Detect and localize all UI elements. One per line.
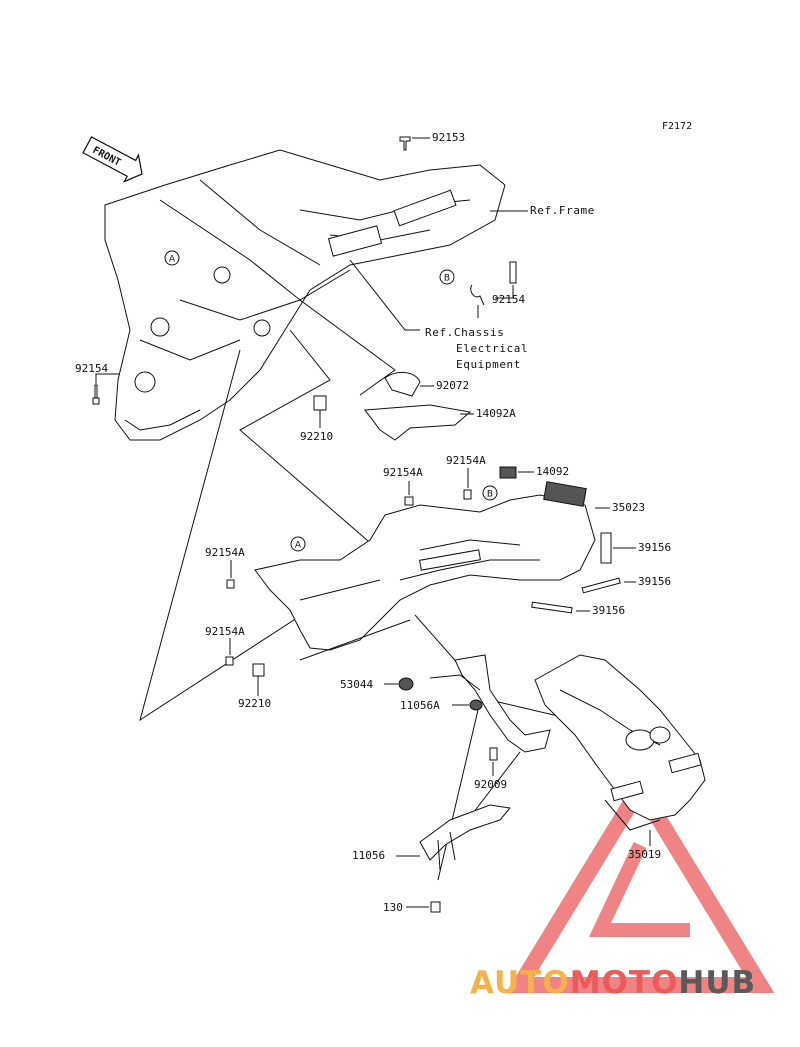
label-92154a-1: 92154A [383,466,423,479]
screw-92009-icon [489,747,498,761]
label-35023: 35023 [612,501,645,514]
ref-frame-label: Ref.Frame [530,204,595,217]
bolt-92154a-2-icon [463,489,472,500]
collar-92210-bottom-icon [252,663,265,677]
watermark-logo [505,772,775,993]
label-92072: 92072 [436,379,469,392]
label-92154a-4: 92154A [205,625,245,638]
front-arrow-icon [82,136,143,183]
label-14092a: 14092A [476,407,516,420]
bolt-92154a-4-icon [225,656,234,666]
watermark-text: AUTOMOTOHUB [470,965,756,1001]
label-11056: 11056 [352,849,385,862]
stay-11056-drawing [419,804,511,871]
collar-92210-top-icon [313,395,327,411]
label-39156-1: 39156 [638,541,671,554]
svg-text:A: A [295,541,302,551]
marker-a-fender: A [290,536,306,552]
figure-code: F2172 [662,121,692,132]
label-92210-bottom: 92210 [238,697,271,710]
label-39156-3: 39156 [592,604,625,617]
cover-14092a-icon [364,404,472,441]
bolt-92153-icon [399,136,411,151]
label-92154-left: 92154 [75,362,108,375]
label-53044: 53044 [340,678,373,691]
bolt-130-icon [430,901,441,913]
pad-39156-1-icon [600,532,612,564]
label-92154a-3: 92154A [205,546,245,559]
marker-b-frame: B [439,269,455,285]
label-92154a-2: 92154A [446,454,486,467]
marker-b-fender: B [482,485,498,501]
wire-clip-icon [470,284,485,306]
label-92153: 92153 [432,131,465,144]
ref-chassis-label-1: Ref.Chassis [425,326,504,339]
bolt-92154a-3-icon [226,579,235,589]
label-92154-top: 92154 [492,293,525,306]
grommet-11056a-icon [469,699,483,711]
ref-chassis-label-3: Equipment [456,358,521,371]
label-130: 130 [383,901,403,914]
label-92009: 92009 [474,778,507,791]
svg-text:B: B [487,490,493,500]
label-14092: 14092 [536,465,569,478]
label-39156-2: 39156 [638,575,671,588]
cap-14092-icon [499,466,517,479]
label-92210-top: 92210 [300,430,333,443]
bolt-92154a-1-icon [404,496,414,506]
bolt-92154-left-icon [92,384,100,405]
rear-fender-35019-drawing [534,654,706,831]
svg-text:B: B [444,274,450,284]
pad-39156-2-icon [581,577,621,594]
frame-drawing [104,149,506,441]
bracket-11056a-drawing [429,654,551,753]
watermark-auto: AUTO [470,965,570,1001]
watermark-moto: MOTO [570,965,679,1001]
band-92072-icon [384,372,421,397]
label-35019: 35019 [628,848,661,861]
rear-fender-front-drawing [254,481,596,651]
svg-text:A: A [169,255,176,265]
ref-chassis-label-2: Electrical [456,342,528,355]
watermark-hub: HUB [678,965,756,1001]
label-11056a: 11056A [400,699,440,712]
marker-a-frame: A [164,250,180,266]
pad-39156-3-icon [531,601,573,614]
bolt-92154-top-icon [509,261,517,284]
grommet-53044-icon [398,677,414,691]
